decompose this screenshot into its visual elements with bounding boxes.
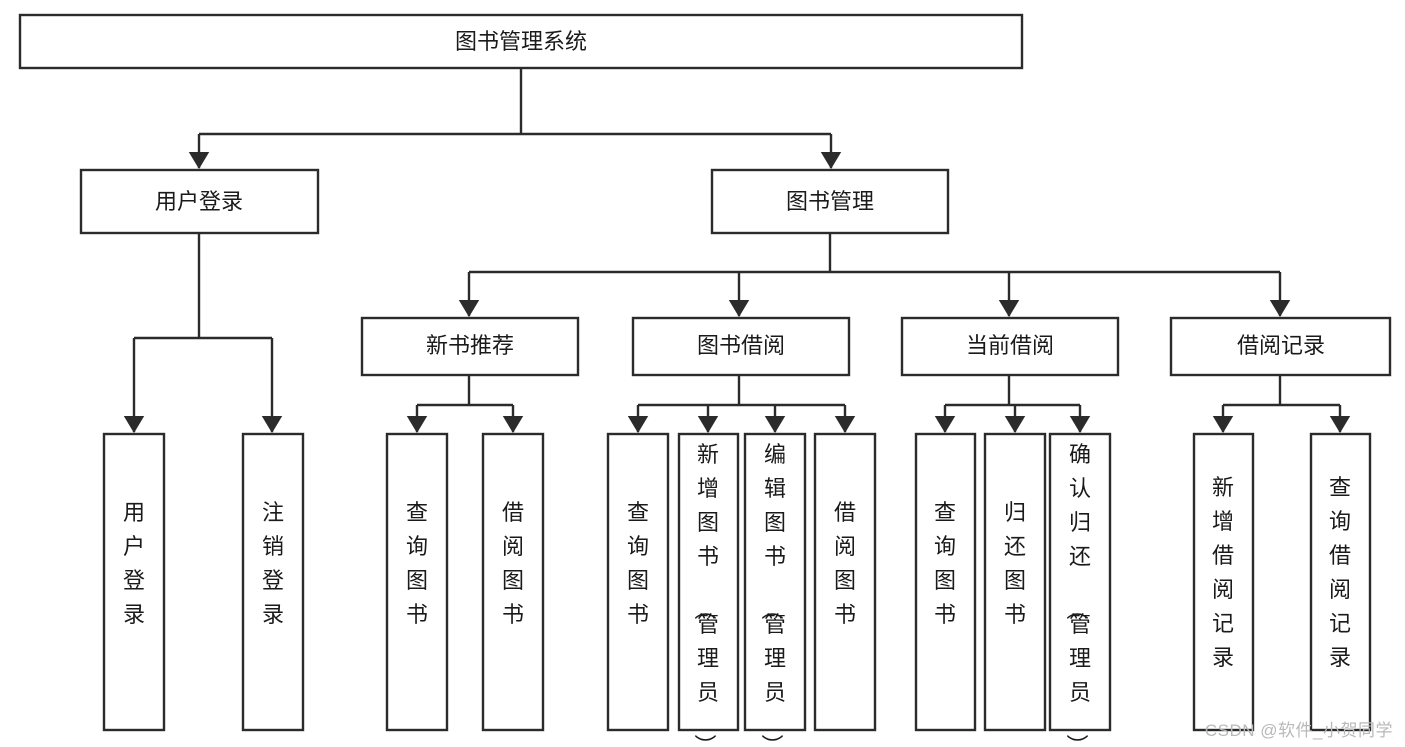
node-leaf-user-login-box[interactable] (102, 432, 166, 732)
node-leaf-query-book-2-label: 查询图书 (627, 500, 649, 627)
node-leaf-user-login-label: 用户登录 (123, 500, 145, 627)
node-leaf-query-book-3-box[interactable] (914, 432, 977, 732)
node-leaf-user-logout-box[interactable] (241, 432, 305, 732)
node-leaf-add-book-label: 新增图书（管理员） (692, 442, 719, 747)
node-leaf-edit-book[interactable]: 编辑图书（管理员） (743, 432, 807, 747)
node-root-label: 图书管理系统 (455, 29, 587, 54)
node-book-borrow[interactable]: 图书借阅 (631, 316, 851, 377)
node-leaf-user-logout[interactable]: 注销登录 (241, 432, 305, 732)
node-leaf-query-book-1-box[interactable] (385, 432, 449, 732)
node-current-borrow-box[interactable] (900, 316, 1120, 377)
node-leaf-return-book[interactable]: 归还图书 (983, 432, 1047, 732)
node-leaf-edit-book-box[interactable] (743, 432, 807, 732)
node-leaf-query-book-3-label: 查询图书 (934, 500, 956, 627)
node-user-login-box[interactable] (79, 168, 320, 235)
node-book-borrow-box[interactable] (631, 316, 851, 377)
csdn-watermark: CSDN @软件_小贺同学 (1204, 721, 1393, 740)
node-leaf-confirm-return-label: 确认归还（管理员） (1064, 442, 1091, 747)
node-book-borrow-label: 图书借阅 (697, 333, 785, 358)
edge-group-book-borrow (627, 375, 856, 434)
edge-group-root (188, 68, 842, 170)
node-current-borrow[interactable]: 当前借阅 (900, 316, 1120, 377)
node-leaf-query-record[interactable]: 查询借阅记录 (1309, 432, 1372, 732)
node-current-borrow-label: 当前借阅 (966, 333, 1054, 358)
node-leaf-borrow-book-1[interactable]: 借阅图书 (481, 432, 545, 732)
node-leaf-query-book-2[interactable]: 查询图书 (606, 432, 670, 732)
node-new-book-rec[interactable]: 新书推荐 (360, 316, 580, 377)
node-leaf-query-book-2-box[interactable] (606, 432, 670, 732)
node-leaf-borrow-book-2[interactable]: 借阅图书 (813, 432, 877, 732)
node-leaf-add-book[interactable]: 新增图书（管理员） (677, 432, 740, 747)
node-user-login[interactable]: 用户登录 (79, 168, 320, 235)
node-leaf-query-record-label: 查询借阅记录 (1329, 475, 1351, 670)
node-leaf-add-record-label: 新增借阅记录 (1212, 475, 1234, 670)
node-root[interactable]: 图书管理系统 (18, 13, 1024, 70)
edge-group-book-manage (458, 233, 1291, 318)
node-leaf-add-record-box[interactable] (1192, 432, 1255, 732)
node-borrow-record-label: 借阅记录 (1237, 333, 1325, 358)
node-leaf-borrow-book-2-box[interactable] (813, 432, 877, 732)
node-leaf-borrow-book-1-box[interactable] (481, 432, 545, 732)
node-book-manage-box[interactable] (710, 168, 950, 235)
node-book-manage-label: 图书管理 (786, 189, 874, 214)
node-leaf-return-book-box[interactable] (983, 432, 1047, 732)
node-leaf-query-record-box[interactable] (1309, 432, 1372, 732)
node-borrow-record[interactable]: 借阅记录 (1169, 316, 1392, 377)
node-leaf-confirm-return[interactable]: 确认归还（管理员） (1048, 432, 1112, 747)
node-leaf-user-logout-label: 注销登录 (262, 500, 284, 627)
node-leaf-query-book-1-label: 查询图书 (406, 500, 428, 627)
node-leaf-add-book-box[interactable] (677, 432, 740, 732)
node-leaf-borrow-book-2-label: 借阅图书 (834, 500, 856, 627)
node-new-book-rec-box[interactable] (360, 316, 580, 377)
edge-group-borrow-record (1212, 375, 1351, 434)
edge-group-user-login (123, 233, 283, 434)
node-leaf-edit-book-label: 编辑图书（管理员） (759, 442, 786, 747)
node-user-login-label: 用户登录 (155, 189, 243, 214)
edge-group-current-borrow (934, 375, 1091, 434)
edge-group-new-book-rec (406, 375, 524, 434)
node-leaf-query-book-1[interactable]: 查询图书 (385, 432, 449, 732)
node-root-box[interactable] (18, 13, 1024, 70)
node-leaf-borrow-book-1-label: 借阅图书 (502, 500, 524, 627)
node-borrow-record-box[interactable] (1169, 316, 1392, 377)
node-leaf-query-book-3[interactable]: 查询图书 (914, 432, 977, 732)
node-leaf-confirm-return-box[interactable] (1048, 432, 1112, 732)
node-leaf-return-book-label: 归还图书 (1004, 500, 1026, 627)
node-leaf-add-record[interactable]: 新增借阅记录 (1192, 432, 1255, 732)
node-new-book-rec-label: 新书推荐 (426, 333, 514, 358)
node-leaf-user-login[interactable]: 用户登录 (102, 432, 166, 732)
node-book-manage[interactable]: 图书管理 (710, 168, 950, 235)
